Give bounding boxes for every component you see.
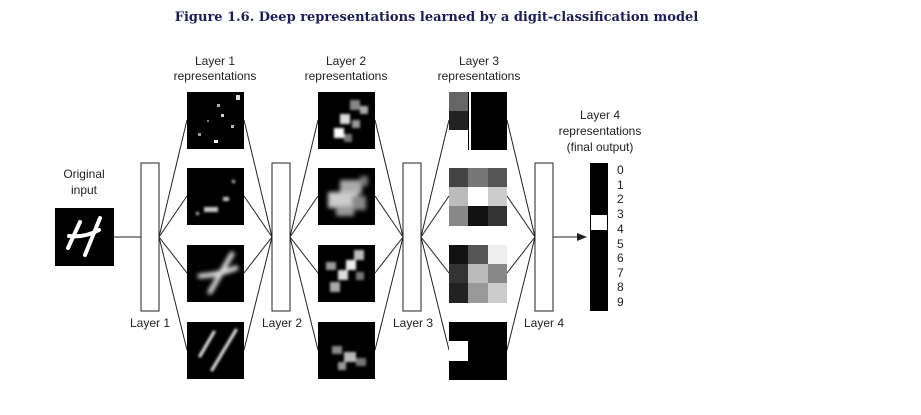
output-digit-7: 7 — [617, 266, 624, 280]
original-input-title: Original — [63, 167, 104, 181]
layer3-rep-subtitle: representations — [438, 69, 521, 83]
layer-1-label: Layer 1 — [130, 316, 170, 330]
layer3-feature-map-1 — [449, 92, 507, 150]
output-vector — [590, 163, 608, 311]
layer-3-box — [402, 162, 422, 312]
layer2-feature-map-2 — [318, 168, 375, 225]
layer1-feature-map-4 — [187, 322, 244, 379]
layer2-feature-map-4 — [318, 322, 375, 379]
original-input-subtitle: input — [71, 183, 98, 197]
layer1-rep-title: Layer 1 — [195, 54, 235, 68]
output-digit-2: 2 — [617, 192, 624, 206]
figure-title: Figure 1.6. Deep representations learned… — [174, 10, 699, 25]
output-digit-labels: 0 1 2 3 4 5 6 7 8 9 — [617, 163, 624, 309]
layer2-rep-title: Layer 2 — [326, 54, 366, 68]
layer3-feature-map-3 — [449, 245, 507, 303]
output-digit-1: 1 — [617, 178, 624, 192]
layer3-rep-title: Layer 3 — [459, 54, 499, 68]
layer1-feature-map-1 — [187, 92, 244, 149]
layer-4-box — [534, 162, 554, 312]
layer2-feature-map-3 — [318, 245, 375, 302]
layer3-feature-map-4 — [449, 322, 507, 380]
layer1-feature-map-3 — [187, 245, 244, 302]
layer-4-label: Layer 4 — [524, 316, 564, 330]
layer-2-box — [271, 162, 291, 312]
layer1-rep-subtitle: representations — [174, 69, 257, 83]
output-digit-4: 4 — [617, 222, 624, 236]
layer4-rep-note: (final output) — [567, 140, 634, 154]
layer2-feature-map-1 — [318, 92, 375, 149]
layer1-feature-map-2 — [187, 168, 244, 225]
layer-1-box — [140, 162, 160, 312]
output-digit-0: 0 — [617, 163, 624, 177]
output-digit-9: 9 — [617, 295, 624, 309]
original-input-image — [55, 208, 114, 266]
output-digit-8: 8 — [617, 280, 624, 294]
output-digit-3: 3 — [617, 207, 624, 221]
layer-2-label: Layer 2 — [262, 316, 302, 330]
layer4-rep-subtitle: representations — [559, 124, 642, 138]
layer2-rep-subtitle: representations — [305, 69, 388, 83]
layer4-rep-title: Layer 4 — [580, 108, 620, 122]
output-digit-6: 6 — [617, 251, 624, 265]
connection-lines — [114, 119, 587, 351]
layer3-feature-map-2 — [449, 168, 507, 226]
output-digit-5: 5 — [617, 237, 624, 251]
layer-3-label: Layer 3 — [393, 316, 433, 330]
